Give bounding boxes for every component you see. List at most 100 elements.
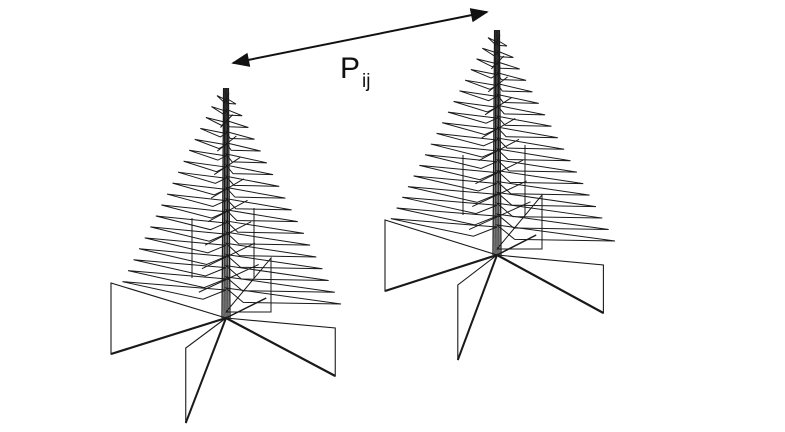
branch-blade-left [482, 47, 499, 57]
branch-blade-left [402, 196, 498, 215]
strut-line [204, 221, 252, 246]
branch-blade-left [211, 106, 228, 115]
branch-blade-right [224, 276, 335, 293]
tree-structure-left [110, 87, 342, 424]
branch-blade-left [161, 204, 228, 219]
branch-blade-right [224, 242, 317, 258]
branch-blade-right [224, 153, 267, 164]
strut-line [487, 76, 508, 93]
branch-blade-right [225, 96, 237, 105]
branch-blade-right [495, 158, 577, 173]
branch-blade-left [447, 111, 499, 124]
branch-blade-left [453, 100, 499, 113]
branch-blade-left [442, 122, 499, 136]
branch-blade-left [122, 281, 227, 300]
strut-line [478, 138, 520, 162]
strut-line [198, 264, 259, 293]
base-panel-front [185, 316, 228, 424]
trunk-line [497, 29, 500, 256]
strut-line [472, 180, 527, 208]
trunk-line [492, 29, 496, 256]
branch-blade-right [224, 175, 280, 187]
branch-blade-right [224, 130, 255, 140]
branch-blade-right [224, 197, 292, 211]
branch-blade-right [224, 264, 329, 281]
branch-blade-right [496, 49, 514, 58]
trunk-line [498, 29, 502, 256]
strut-line [213, 157, 241, 176]
branch-blade-left [407, 186, 498, 203]
branch-blade-right [496, 38, 508, 47]
strut-line [207, 199, 248, 223]
base-panel-right [496, 254, 604, 314]
branch-blade-right [224, 231, 311, 246]
branch-blade-right [495, 224, 616, 242]
foot-line [225, 297, 267, 319]
trunk-line [221, 87, 225, 319]
branch-blade-left [172, 182, 228, 196]
branch-blade-right [495, 60, 520, 70]
branch-blade-left [436, 132, 499, 147]
branch-blade-right [495, 104, 546, 116]
branch-blade-left [127, 270, 227, 289]
branch-blade-right [495, 169, 584, 185]
branch-blade-right [495, 137, 565, 150]
branch-blade-right [495, 191, 597, 208]
strut-line [223, 92, 230, 105]
branch-blade-left [144, 237, 227, 254]
branch-blade-left [200, 127, 228, 138]
branch-blade-left [459, 90, 499, 102]
branch-blade-left [396, 207, 498, 226]
base-panel-left [110, 282, 228, 355]
branch-blade-right [225, 108, 243, 117]
branch-blade-left [177, 171, 228, 184]
branch-blade-left [464, 79, 499, 90]
base-panel-front [457, 253, 499, 361]
branch-blade-right [224, 119, 249, 129]
branch-blade-left [390, 218, 498, 237]
branch-blade-right [224, 287, 342, 305]
strut-line [220, 114, 234, 128]
base-panel-back [224, 256, 272, 313]
strut-line [481, 118, 516, 139]
foot-line [496, 234, 537, 256]
base-panel-back [495, 193, 543, 250]
strut-line [468, 201, 531, 230]
strut-line [475, 159, 524, 185]
branch-blade-left [430, 143, 499, 158]
branch-blade-left [424, 154, 498, 169]
branch-blade-right [495, 93, 539, 104]
strut-line [494, 34, 501, 47]
branch-blade-right [224, 209, 298, 223]
branch-blade-right [495, 202, 603, 219]
branch-blade-left [194, 138, 228, 150]
strut-line [210, 178, 245, 199]
branch-blade-right [224, 220, 305, 234]
branch-blade-right [495, 213, 609, 231]
branch-blade-right [495, 82, 533, 93]
branch-blade-right [224, 186, 286, 199]
branch-blade-right [224, 253, 323, 270]
branch-blade-right [495, 71, 527, 81]
branch-blade-right [495, 115, 552, 127]
strut-line [484, 97, 512, 116]
branch-blade-right [495, 126, 558, 139]
branch-blade-left [166, 193, 228, 208]
branch-blade-left [413, 175, 498, 192]
branch-blade-right [495, 180, 590, 196]
branch-blade-left [133, 259, 227, 277]
branch-blade-left [155, 215, 228, 231]
branch-blade-right [495, 148, 571, 162]
branch-blade-right [224, 164, 274, 176]
strut-line [217, 135, 237, 152]
branch-blade-left [183, 160, 228, 173]
branch-blade-left [419, 164, 498, 181]
distance-arrow [231, 8, 489, 67]
strut-line [490, 55, 505, 70]
trunk-line [226, 87, 229, 319]
label-subscript: ij [362, 71, 370, 92]
strut-line [201, 242, 256, 270]
branch-blade-left [150, 226, 227, 242]
